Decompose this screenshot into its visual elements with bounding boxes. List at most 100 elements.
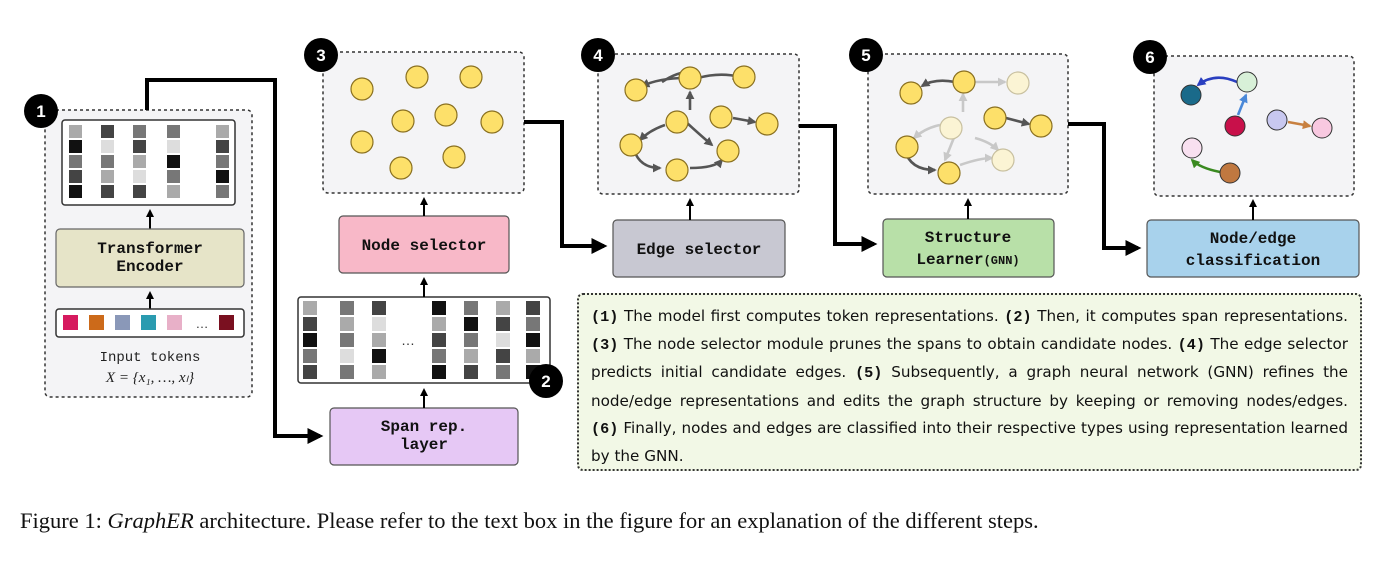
encoder-cell xyxy=(167,140,180,153)
encoder-cell xyxy=(167,155,180,168)
structure-learner-label-suffix: (GNN) xyxy=(984,254,1020,268)
span-cell xyxy=(526,317,540,331)
edge-6d xyxy=(1190,158,1221,174)
token-square xyxy=(89,315,104,330)
span-cell xyxy=(464,365,478,379)
token-ellipsis: … xyxy=(196,316,209,331)
step-2-badge xyxy=(529,364,563,398)
encoder-cell xyxy=(101,170,114,183)
token-embeddings-matrix xyxy=(61,119,236,206)
graph-node xyxy=(624,78,648,102)
encoder-cell xyxy=(69,185,82,198)
step-6-badge-label: 6 xyxy=(1145,48,1154,67)
span-cell xyxy=(464,301,478,315)
step-4-text: The edge selector predicts initial candi… xyxy=(591,335,1348,382)
structure-learner-label-line1: Structure xyxy=(925,229,1011,247)
graph-node xyxy=(480,110,504,134)
span-matrix-cells xyxy=(303,301,540,379)
span-cell xyxy=(340,301,354,315)
span-ellipsis: … xyxy=(401,332,415,348)
edge-4f xyxy=(732,116,757,126)
classified-edges xyxy=(1190,76,1312,174)
class-node-lavender xyxy=(1266,109,1288,131)
encoder-cell xyxy=(167,185,180,198)
step-2-num: (2) xyxy=(1004,308,1032,326)
span-cell xyxy=(340,333,354,347)
step-5-badge xyxy=(849,38,883,72)
encoder-cell xyxy=(69,170,82,183)
explanation-text-box: (1) The model first computes token repre… xyxy=(577,293,1362,471)
graph-node xyxy=(619,133,643,157)
classification-label-line2: classification xyxy=(1186,252,1320,270)
connector-nodes-to-edge-selector xyxy=(524,120,608,254)
step-4-badge-label: 4 xyxy=(593,46,603,65)
edge-4h xyxy=(689,158,724,170)
edge-panel-nodes xyxy=(619,65,779,182)
span-cell xyxy=(432,317,446,331)
span-cell xyxy=(303,301,317,315)
span-cell xyxy=(432,333,446,347)
encoder-cell xyxy=(167,170,180,183)
step-1-num: (1) xyxy=(591,308,619,326)
graph-node xyxy=(899,81,923,105)
transformer-encoder-label-line2: Encoder xyxy=(116,258,183,276)
graph-node xyxy=(755,112,779,136)
token-square xyxy=(141,315,156,330)
classified-graph-panel xyxy=(1153,55,1355,197)
graph-node xyxy=(937,161,961,185)
caption-rest: architecture. Please refer to the text b… xyxy=(193,508,1039,533)
edge-selector-label: Edge selector xyxy=(637,241,762,259)
encoder-cell xyxy=(133,125,146,138)
graph-node xyxy=(895,135,919,159)
encoder-cell xyxy=(216,125,229,138)
class-node-light-pink xyxy=(1181,137,1203,159)
connector-structure-to-classification xyxy=(1068,122,1142,256)
graph-node xyxy=(939,116,963,140)
encoder-cell xyxy=(69,125,82,138)
step-5-badge-label: 5 xyxy=(861,46,870,65)
span-rep-layer-label-line2: layer xyxy=(400,436,448,454)
span-cell xyxy=(496,301,510,315)
span-cell xyxy=(496,317,510,331)
refined-graph-edges xyxy=(903,77,1031,175)
graph-node xyxy=(1006,71,1030,95)
edge-6a xyxy=(1196,76,1238,87)
encoder-cell xyxy=(101,185,114,198)
class-node-mint xyxy=(1236,71,1258,93)
graph-node xyxy=(952,70,976,94)
step-1-badge xyxy=(24,94,58,128)
transformer-encoder-box xyxy=(55,228,245,288)
edge-5e xyxy=(912,123,941,140)
token-square xyxy=(219,315,234,330)
span-embeddings-matrix xyxy=(297,296,551,384)
class-node-pink xyxy=(1311,117,1333,139)
step-2-badge-label: 2 xyxy=(541,372,550,391)
step-6-text: Finally, nodes and edges are classified … xyxy=(591,418,1348,466)
edge-selector-box xyxy=(612,219,786,278)
graph-node xyxy=(459,65,483,89)
encoder-cell xyxy=(167,125,180,138)
graph-node xyxy=(716,139,740,163)
encoder-cell xyxy=(216,140,229,153)
graph-node xyxy=(350,130,374,154)
edge-6c xyxy=(1287,120,1312,130)
graph-node xyxy=(405,65,429,89)
step-3-num: (3) xyxy=(591,336,619,355)
encoder-cell xyxy=(216,170,229,183)
figure-caption: Figure 1: GraphER architecture. Please r… xyxy=(20,508,1380,534)
span-cell xyxy=(496,333,510,347)
graph-node xyxy=(665,110,689,134)
span-cell xyxy=(464,333,478,347)
candidate-edges-panel xyxy=(597,53,800,195)
edge-5g xyxy=(959,153,994,167)
step-1-text: The model first computes token represent… xyxy=(618,307,1005,325)
graph-node xyxy=(678,66,702,90)
token-square xyxy=(63,315,78,330)
token-square xyxy=(115,315,130,330)
input-tokens-math: X = {x₁, …, xₗ} xyxy=(105,370,194,386)
token-square xyxy=(167,315,182,330)
graph-node xyxy=(732,65,756,89)
structure-learner-label-line2-wrap: Learner(GNN) xyxy=(916,251,1019,269)
connector-encoder-to-span-layer xyxy=(145,78,324,444)
encoder-cell xyxy=(216,155,229,168)
